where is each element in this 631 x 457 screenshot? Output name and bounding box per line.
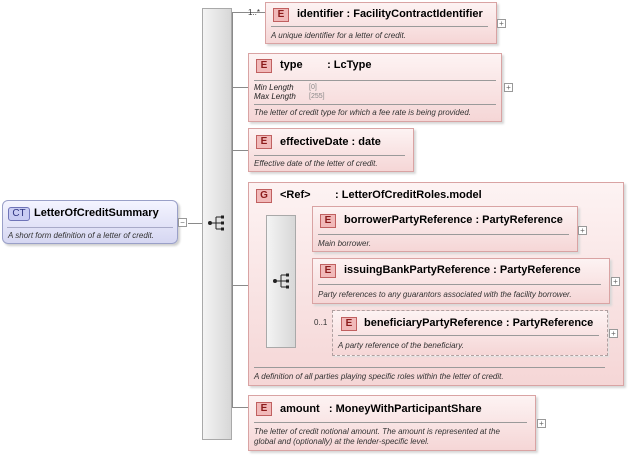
connector-seq-trunk xyxy=(232,12,233,407)
element-identifier[interactable]: E identifier : FacilityContractIdentifie… xyxy=(265,2,497,44)
plus-icon[interactable]: + xyxy=(578,226,587,235)
divider xyxy=(318,284,601,285)
element-name: borrowerPartyReference : PartyReference xyxy=(344,214,563,226)
divider xyxy=(318,234,569,235)
divider xyxy=(338,335,599,336)
plus-icon[interactable]: + xyxy=(609,329,618,338)
sequence-compositor-main[interactable] xyxy=(202,8,232,440)
plus-icon[interactable]: + xyxy=(611,277,620,286)
element-doc: A party reference of the beneficiary. xyxy=(338,341,464,350)
complex-type-badge: CT xyxy=(8,207,30,221)
divider xyxy=(254,155,405,156)
cardinality-label: 0..1 xyxy=(314,318,328,327)
element-name: effectiveDate : date xyxy=(280,136,381,148)
divider xyxy=(7,227,173,228)
connector-effective-date xyxy=(232,150,248,151)
element-doc: Main borrower. xyxy=(318,239,372,248)
element-effective-date[interactable]: E effectiveDate : date Effective date of… xyxy=(248,128,414,172)
element-beneficiary-party-reference[interactable]: E beneficiaryPartyReference : PartyRefer… xyxy=(332,310,608,356)
divider xyxy=(254,367,605,368)
plus-icon[interactable]: + xyxy=(537,419,546,428)
plus-icon[interactable]: + xyxy=(497,19,506,28)
connector-root-to-seq xyxy=(188,223,202,224)
element-name: beneficiaryPartyReference : PartyReferen… xyxy=(364,317,594,329)
facet-value: [255] xyxy=(309,93,325,100)
element-name: identifier : FacilityContractIdentifier xyxy=(297,8,483,20)
element-name: issuingBankPartyReference : PartyReferen… xyxy=(344,264,581,276)
connector-type xyxy=(232,87,248,88)
sequence-icon[interactable] xyxy=(272,273,292,289)
element-doc: The letter of credit type for which a fe… xyxy=(254,108,472,117)
element-borrower-party-reference[interactable]: E borrowerPartyReference : PartyReferenc… xyxy=(312,206,578,252)
collapse-icon[interactable]: − xyxy=(178,218,187,227)
element-badge: E xyxy=(320,214,336,228)
element-doc: Effective date of the letter of credit. xyxy=(254,159,378,168)
element-type[interactable]: E type : LcType Min Length [0] Max Lengt… xyxy=(248,53,502,122)
divider xyxy=(271,26,488,27)
facet-value: [0] xyxy=(309,84,317,91)
facet-label: Min Length xyxy=(254,83,294,92)
divider xyxy=(254,422,527,423)
element-name: type : LcType xyxy=(280,59,372,71)
divider xyxy=(254,104,496,105)
element-badge: E xyxy=(320,264,336,278)
group-name: <Ref> : LetterOfCreditRoles.model xyxy=(280,189,482,201)
element-name: amount : MoneyWithParticipantShare xyxy=(280,403,482,415)
element-doc-line1: The letter of credit notional amount. Th… xyxy=(254,427,500,436)
connector-amount xyxy=(232,407,248,408)
element-doc-line2: global and (optionally) at the lender-sp… xyxy=(254,437,430,446)
element-badge: E xyxy=(273,8,289,22)
connector-group xyxy=(232,285,248,286)
element-badge: E xyxy=(256,402,272,416)
connector-identifier xyxy=(232,12,265,13)
element-doc: A unique identifier for a letter of cred… xyxy=(271,31,406,40)
sequence-icon[interactable] xyxy=(207,215,227,231)
plus-icon[interactable]: + xyxy=(504,83,513,92)
element-badge: E xyxy=(341,317,357,331)
divider xyxy=(254,80,496,81)
cardinality-label: 1..* xyxy=(248,8,261,17)
element-amount[interactable]: E amount : MoneyWithParticipantShare The… xyxy=(248,395,536,451)
facet-label: Max Length xyxy=(254,92,296,101)
element-issuing-bank-party-reference[interactable]: E issuingBankPartyReference : PartyRefer… xyxy=(312,258,610,304)
complex-type-name: LetterOfCreditSummary xyxy=(34,207,159,219)
element-badge: E xyxy=(256,135,272,149)
complex-type-doc: A short form definition of a letter of c… xyxy=(8,231,154,240)
element-doc: Party references to any guarantors assoc… xyxy=(318,290,572,299)
group-badge: G xyxy=(256,189,272,203)
group-doc: A definition of all parties playing spec… xyxy=(254,372,504,381)
element-badge: E xyxy=(256,59,272,73)
complex-type-letter-of-credit-summary[interactable]: CT LetterOfCreditSummary A short form de… xyxy=(2,200,178,244)
